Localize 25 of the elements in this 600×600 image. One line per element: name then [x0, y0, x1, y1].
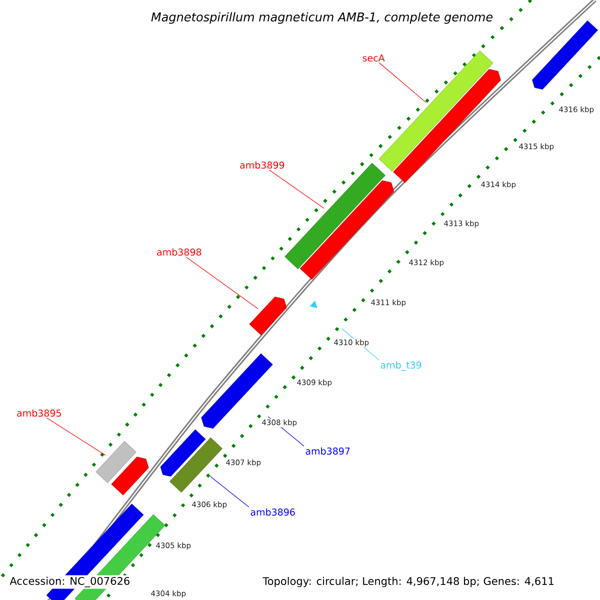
leader-line — [210, 476, 250, 508]
gene-label: amb3896 — [250, 508, 295, 516]
gene-label: amb3895 — [17, 409, 61, 417]
gene-bar — [96, 441, 136, 484]
gene-label: amb3899 — [240, 161, 284, 169]
leader-line — [46, 418, 106, 456]
title: Magnetospirillum magneticum AMB-1, complete genome — [151, 12, 493, 24]
gene-feature — [160, 429, 206, 477]
gene-bar — [170, 437, 223, 493]
gene-label: amb_t39 — [380, 361, 422, 371]
gene-triangle — [310, 300, 318, 308]
gene-label: amb3898 — [157, 248, 202, 256]
gene-feature — [111, 456, 149, 496]
gene-label: amb3897 — [306, 447, 350, 455]
gene-label: secA — [362, 54, 385, 62]
gene-bar — [284, 162, 386, 270]
gene-feature — [249, 296, 287, 336]
leader-line — [268, 170, 324, 209]
leader-line — [378, 62, 426, 103]
accession-text: Accession: NC_007626 — [8, 575, 132, 589]
genome-info-text: Topology: circular; Length: 4,967,148 bp; Genes: 4,611 — [261, 575, 556, 589]
gene-feature — [300, 180, 394, 280]
gene-feature — [532, 20, 598, 90]
leader-line — [186, 256, 258, 310]
gene-feature — [393, 69, 501, 183]
